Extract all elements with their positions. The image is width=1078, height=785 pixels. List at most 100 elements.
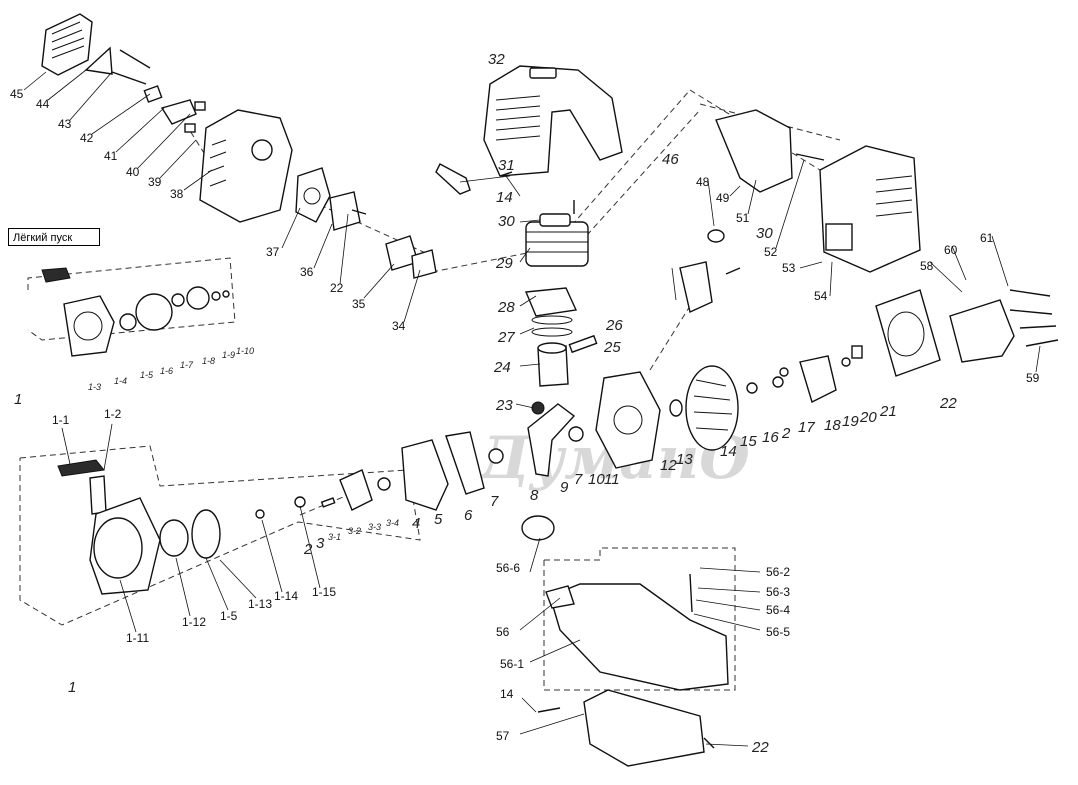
leader-line [103,423,113,471]
leader-line [219,559,257,599]
part-number-label: 56-2 [766,565,790,579]
leader-line [505,175,521,197]
leader-line [205,557,229,611]
part-number-label: 7 [574,471,583,488]
leader-line [261,519,283,593]
leader-line [991,235,1009,287]
part-number-label: 26 [605,317,623,334]
part-number-label: 16 [762,429,779,446]
part-number-label: 11 [604,471,620,488]
leader-line [799,261,823,269]
part-number-label: 31 [498,157,515,174]
part-number-label: 15 [740,433,757,450]
leader-line [403,269,421,323]
part-number-label: 44 [36,97,50,111]
leader-line [47,69,87,101]
part-number-label: 19 [842,413,859,430]
part-number-label: 13 [676,451,693,468]
part-number-label: 53 [782,261,796,275]
part-number-label: 9 [560,479,569,496]
part-number-label: 43 [58,117,72,131]
part-number-label: 25 [603,339,621,356]
leader-line [299,505,321,589]
leader-line [363,263,395,299]
part-number-label: 14 [500,687,514,701]
part-number-label: 1-14 [274,589,298,603]
part-number-label: 35 [352,297,366,311]
part-number-label: 14 [720,443,737,460]
carburetor [295,167,331,223]
part-number-label: 23 [495,397,513,414]
leader-line [519,363,541,367]
air-filter-housing [199,109,293,223]
part-number-label: 1-11 [126,631,149,645]
crankshaft [488,403,584,477]
part-number-label: 30 [498,213,515,230]
leader-line [729,185,741,197]
ignition-and-cover [715,109,921,273]
part-number-label: 36 [300,265,314,279]
leader-line [159,139,197,179]
leader-line [705,743,749,747]
part-number-label: 1-9 [222,350,235,360]
leader-lines [23,69,1041,747]
part-number-label: 22 [751,739,769,756]
part-number-label: 48 [696,175,710,189]
leader-line [693,613,761,631]
part-number-label: 42 [80,131,94,145]
part-number-label: 57 [496,729,510,743]
leader-line [829,261,833,297]
part-number-label: 1-15 [312,585,336,599]
part-number-label: 56-4 [766,603,790,617]
part-number-label: 22 [330,281,344,295]
filter-element [84,46,113,75]
tank-bracket [537,689,715,767]
part-number-label: 12 [660,457,677,474]
leader-line [519,219,541,223]
part-number-label: 18 [824,417,841,434]
leader-line [929,261,963,293]
part-number-label: 14 [496,189,513,206]
part-number-label: 3-1 [328,532,341,542]
leader-line [519,295,537,307]
air-filter-cover [41,13,93,76]
part-number-label: 41 [104,149,118,163]
part-number-label: 3-3 [368,522,381,532]
leader-line [699,567,761,573]
leader-line [747,179,757,215]
piston-group [524,287,598,415]
leader-line [521,697,537,713]
part-number-label: 22 [939,395,957,412]
leader-line [281,207,301,249]
part-number-label: 51 [736,211,750,225]
leader-line [775,159,805,249]
part-number-label: 1-2 [104,407,122,421]
leader-line [69,71,113,121]
leader-line [529,537,541,573]
part-number-label: 5 [434,511,443,528]
leader-line [313,223,333,269]
leader-line [671,267,677,301]
part-number-label: 59 [1026,371,1040,385]
leader-line [697,587,761,593]
leader-line [519,327,535,335]
part-number-label: 39 [148,175,162,189]
leader-line [91,93,151,135]
part-number-label: 8 [530,487,539,504]
part-number-label: 1-5 [140,370,154,380]
part-number-label: 60 [944,243,958,257]
part-labels: 4544434241403938373622353448495152535460… [10,51,1040,756]
part-number-label: 1-3 [88,382,101,392]
part-number-label: 24 [493,359,511,376]
part-number-label: 1-6 [160,366,173,376]
part-number-label: 34 [392,319,406,333]
leader-line [695,599,761,611]
part-number-label: 2 [303,541,313,558]
leader-line [707,179,715,227]
bolts-right [795,153,1059,347]
part-number-label: 1-5 [220,609,238,623]
part-number-label: 28 [497,299,515,316]
part-number-label: 1-12 [182,615,206,629]
